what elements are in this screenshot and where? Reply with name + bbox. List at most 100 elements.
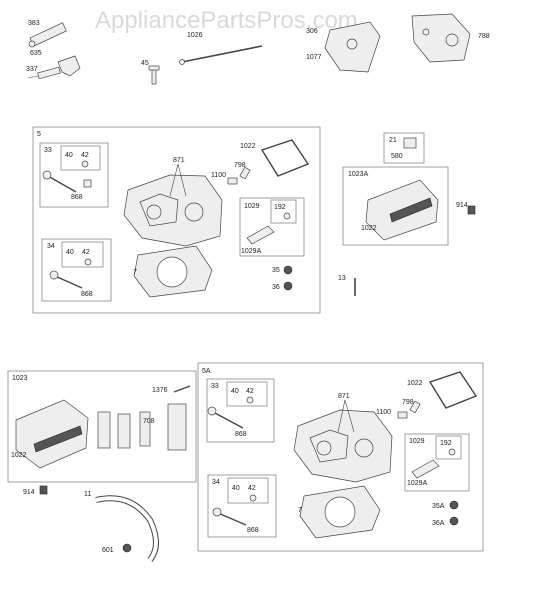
- cylinder-head-illustration: [123, 163, 223, 247]
- label-g3-42b: 42: [248, 485, 256, 492]
- label-g1-192: 192: [274, 204, 286, 211]
- label-group-5a: 5A: [202, 368, 211, 375]
- label-g2-914: 914: [23, 489, 35, 496]
- label-g1-1029a: 1029A: [241, 248, 262, 255]
- breather-illustration: [403, 137, 417, 149]
- label-g3-36a: 36A: [432, 520, 445, 527]
- valve-stem-illustration-2: [54, 275, 83, 289]
- label-r-21: 21: [389, 137, 397, 144]
- label-45: 45: [141, 60, 149, 67]
- label-r-1023a: 1023A: [348, 171, 369, 178]
- valve-head-illustration: [42, 170, 52, 180]
- label-g2-1022: 1022: [11, 452, 27, 459]
- group-5-valve-box-33: [39, 142, 109, 208]
- part-337-illustration: [27, 66, 61, 80]
- label-g2-601: 601: [102, 547, 114, 554]
- nut-36-illustration: [283, 281, 293, 291]
- valve-cover-gasket-5a-illustration: [428, 371, 478, 409]
- label-g3-868a: 868: [235, 431, 247, 438]
- label-r-1022: 1022: [361, 225, 377, 232]
- label-g1-34: 34: [47, 243, 55, 250]
- label-g3-798: 798: [402, 399, 414, 406]
- group-5a-frame: [197, 362, 484, 552]
- label-g1-798: 798: [234, 162, 246, 169]
- group-5a-subbox-34: [227, 477, 269, 504]
- label-g3-34: 34: [212, 479, 220, 486]
- pivot-ball-illustration-2: [448, 448, 456, 456]
- part-798b-illustration: [409, 400, 421, 414]
- cylinder-head-5a-illustration: [293, 399, 393, 483]
- part-1026-illustration: [179, 45, 263, 65]
- label-group-5: 5: [37, 131, 41, 138]
- group-5-frame: [32, 126, 321, 314]
- valve-cover-1023a-illustration: [365, 179, 439, 241]
- label-635: 635: [30, 50, 42, 57]
- group-5-valve-box-34: [41, 238, 112, 302]
- valve-head-illustration-3: [207, 406, 217, 416]
- group-1023-frame: [7, 370, 197, 483]
- screw-914-illustration: [467, 205, 476, 215]
- group-5-subbox-192: [270, 199, 297, 224]
- label-306: 306: [306, 28, 318, 35]
- label-r-580: 580: [391, 153, 403, 160]
- label-g1-1029: 1029: [244, 203, 260, 210]
- group-5a-valve-box-34: [207, 474, 277, 538]
- label-g3-40: 40: [231, 388, 239, 395]
- label-g1-868a: 868: [71, 194, 83, 201]
- part-383-illustration: [28, 22, 67, 48]
- part-635-illustration: [57, 55, 81, 77]
- label-g1-1022: 1022: [240, 143, 256, 150]
- filter-illustration-3: [139, 411, 151, 447]
- label-g2-11: 11: [84, 491, 91, 498]
- valve-seal-illustration: [83, 179, 92, 188]
- head-gasket-5a-illustration: [299, 485, 381, 539]
- group-5a-subbox-192: [435, 435, 462, 460]
- retainer-illustration-2: [84, 258, 92, 266]
- group-5a-rocker-box-1029: [404, 433, 470, 492]
- label-g1-40: 40: [65, 152, 73, 159]
- label-g3-192: 192: [440, 440, 452, 447]
- part-21-box: [383, 132, 425, 164]
- label-r-914: 914: [456, 202, 468, 209]
- part-1023a-box: [342, 166, 449, 246]
- rocker-arm-illustration: [246, 225, 275, 245]
- label-g3-33: 33: [211, 383, 219, 390]
- retainer-illustration: [81, 160, 89, 168]
- valve-stem-illustration-3: [212, 411, 244, 429]
- screw-1376-illustration: [173, 385, 191, 393]
- label-g3-7: 7: [298, 507, 302, 514]
- label-r-13: 13: [338, 275, 346, 282]
- part-1100b-illustration: [397, 411, 408, 419]
- filter-illustration-2: [117, 413, 131, 449]
- label-337: 337: [26, 66, 38, 73]
- label-g3-35a: 35A: [432, 503, 445, 510]
- filter-illustration-1: [97, 411, 111, 449]
- group-5a-valve-box-33: [206, 378, 275, 443]
- label-g1-35: 35: [272, 267, 280, 274]
- label-g3-1100: 1100: [376, 409, 391, 416]
- part-1077-bracket-illustration: [324, 21, 381, 73]
- valve-head-illustration-4: [212, 507, 222, 517]
- valve-cover-1023-illustration: [15, 399, 89, 469]
- label-g3-40b: 40: [232, 485, 240, 492]
- label-g3-1029: 1029: [409, 438, 425, 445]
- part-1100-illustration: [227, 177, 238, 185]
- part-788-bracket-illustration: [411, 13, 471, 63]
- watermark-text: AppliancePartsPros.com: [95, 7, 358, 34]
- label-g3-1022: 1022: [407, 380, 423, 387]
- label-1026: 1026: [187, 32, 203, 39]
- label-g3-1029a: 1029A: [407, 480, 428, 487]
- label-g1-42: 42: [81, 152, 89, 159]
- label-g3-871: 871: [338, 393, 350, 400]
- pivot-ball-illustration: [283, 212, 291, 220]
- label-383: 383: [28, 20, 40, 27]
- label-g3-42: 42: [246, 388, 254, 395]
- label-g1-1100: 1100: [211, 172, 226, 179]
- hose-11-inner: [95, 496, 158, 562]
- label-group-1023: 1023: [12, 375, 28, 382]
- label-g3-868b: 868: [247, 527, 259, 534]
- valve-head-illustration-2: [49, 270, 59, 280]
- group-5-subbox-34: [61, 241, 104, 268]
- clamp-601-illustration: [122, 543, 132, 553]
- label-g1-871: 871: [173, 157, 185, 164]
